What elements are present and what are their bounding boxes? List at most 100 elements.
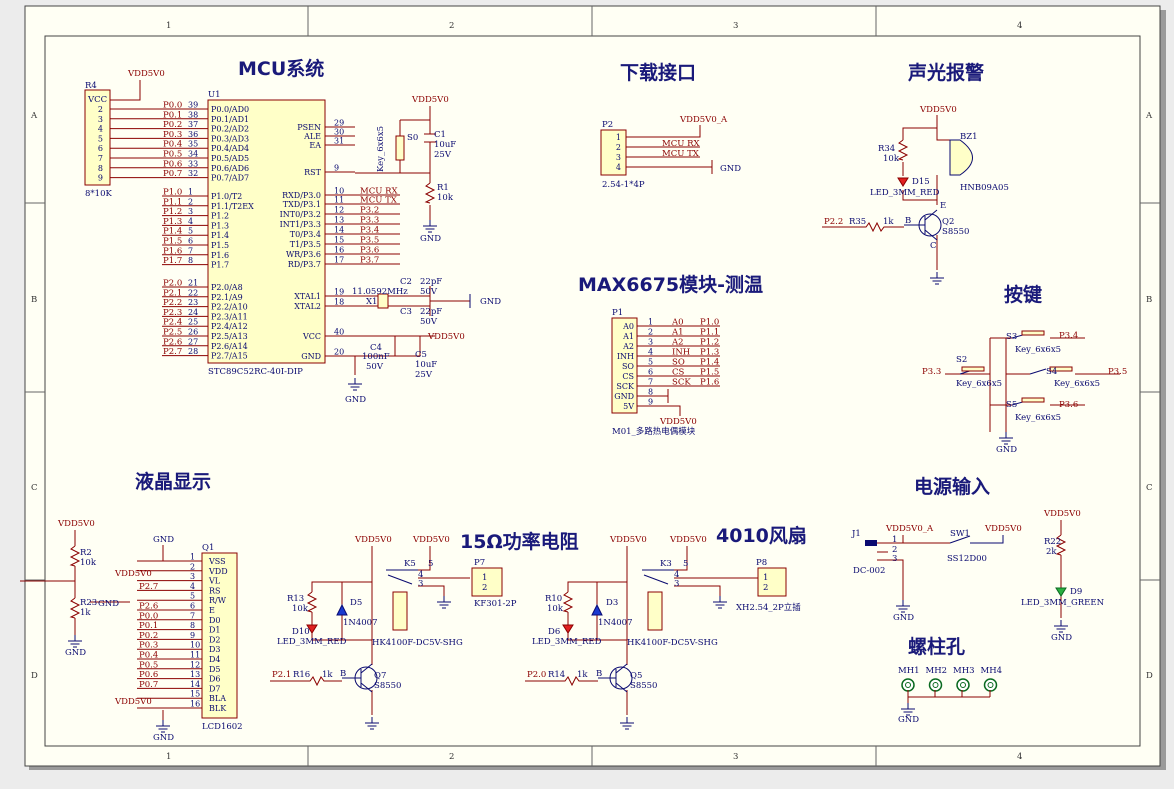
u1-left-pin-num: 2 [188,197,193,206]
mcu-vdd: VDD5V0 [427,332,465,342]
s0-value: Key_6x6x5 [376,126,386,172]
k5-pin3: 3 [418,579,423,589]
d15-icon [897,177,909,187]
q2-leads [904,209,938,241]
holes-wires [907,690,991,703]
q1-pin-net: P0.1 [139,621,158,631]
u1-left-pin-net: P2.1 [163,288,182,298]
r14-ref: R14 [548,670,565,680]
p1-pin-num: 6 [648,368,653,377]
fan-wires [567,546,758,715]
d9-icon [1055,587,1067,597]
q1-pin-num: 7 [190,611,195,620]
q1-body [201,552,238,719]
p1-pin-net: INH [672,348,690,358]
q1-pin-name: BLA [209,694,226,703]
key-contacts [959,332,1047,406]
p1-pin-net: SO [672,358,685,368]
hole-icon [983,678,998,692]
r4-pin-num: 4 [98,125,103,134]
q2-value: S8550 [942,227,969,237]
u1-left-pin-name: P0.1/AD1 [211,115,249,124]
s5-net: P3.6 [1059,400,1078,410]
d5-value: 1N4007 [343,618,377,628]
u1-right-pin-num: 40 [334,328,344,337]
u1-left-pin-net: P0.5 [163,150,182,160]
p1-pin-name: CS [622,372,634,381]
s2-value: Key_6x6x5 [956,379,1002,389]
r35-value: 1k [883,217,894,227]
r4-ref: R4 [85,81,97,91]
p1-pin-name: SCK [616,382,635,391]
q1-pin-num: 12 [190,660,200,669]
d5-ref: D5 [350,598,362,608]
s3-ref: S3 [1006,332,1017,342]
u1-left-pin-name: P2.2/A10 [211,303,248,312]
power-gnd: GND [893,613,914,623]
heater-wires [311,546,470,715]
d10-icon [306,624,318,634]
u1-left-pin-num: 23 [188,298,198,307]
u1-left-pin-net: P2.7 [163,347,182,357]
p1-pin-num: 2 [648,328,653,337]
k5-pin4: 4 [418,570,423,580]
r34-value: 10k [883,154,900,164]
q1-pin-name: D0 [209,616,221,625]
q1-pin-num: 8 [190,621,195,630]
j1-pin1: 1 [892,535,897,545]
q1-pin-net: P0.6 [139,670,158,680]
r4-pin-num: 6 [98,144,103,153]
u1-right-pin-name: RST [304,168,322,177]
col-3-bottom: 3 [733,752,738,762]
p1-pin-net: A2 [671,338,684,348]
p1-ref: P1 [612,308,623,318]
title-resistor: 15Ω功率电阻 [460,530,579,553]
u1-left-pin-net: P1.5 [163,237,182,247]
p1-pin-port: P1.4 [700,358,719,368]
p2-vdd: VDD5V0_A [679,115,728,125]
lcd-gnd-mid: GND [98,599,119,609]
u1-left-pin-num: 22 [188,288,198,297]
u1-right-pin-name: PSEN [297,123,321,132]
bz1-icon [949,139,973,176]
p2-body [600,129,627,176]
u1-left-pin-net: P2.2 [163,298,182,308]
c5-volt: 25V [415,370,433,380]
q1-pin-net: P2.6 [139,602,158,612]
u1-left-pin-name: P0.2/AD2 [211,125,249,134]
r35-body [822,221,904,233]
bz1-ref: BZ1 [960,132,978,142]
row-b-left: B [31,295,37,305]
u1-left-pin-num: 38 [188,110,198,119]
sw1-value: SS12D00 [947,554,987,564]
u1-left-pin-name: P1.2 [211,212,229,221]
d6-value: LED_3MM_RED [532,637,602,647]
fan-section: VDD5V0 VDD5V0 K3 5 4 3 HK4100F-DC5V-SHG … [525,535,801,730]
s4-body [1049,366,1073,372]
u1-right-pin-num: 16 [334,246,344,255]
x1-value: 11.0592MHz [352,287,408,297]
u1-right-pin-name: T1/P3.5 [290,240,321,249]
r22-ref: R22 [1044,537,1061,547]
heater-net: P2.1 [272,670,291,680]
xtal-gnd: GND [480,297,501,307]
q2-c: C [930,241,937,251]
led-vdd: VDD5V0 [1043,509,1081,519]
k5-contact [386,569,418,585]
u1-right-pin-net: P3.2 [360,206,379,216]
r10-value: 10k [547,604,564,614]
u1-left-pin-net: P0.7 [163,169,182,179]
p2-pin-num: 1 [616,133,621,142]
r14-body [525,676,598,687]
q7-value: S8550 [374,681,401,691]
p8-body [757,567,787,597]
u1-right-pin-num: 18 [334,298,344,307]
q1-pin-net: P0.5 [139,660,158,670]
u1-left-pin-net: P0.3 [163,130,182,140]
p1-pin-port: P1.3 [700,348,719,358]
s5-ref: S5 [1006,400,1017,410]
k5-coil [392,591,408,631]
u1-left-pin-net: P2.6 [163,337,182,347]
